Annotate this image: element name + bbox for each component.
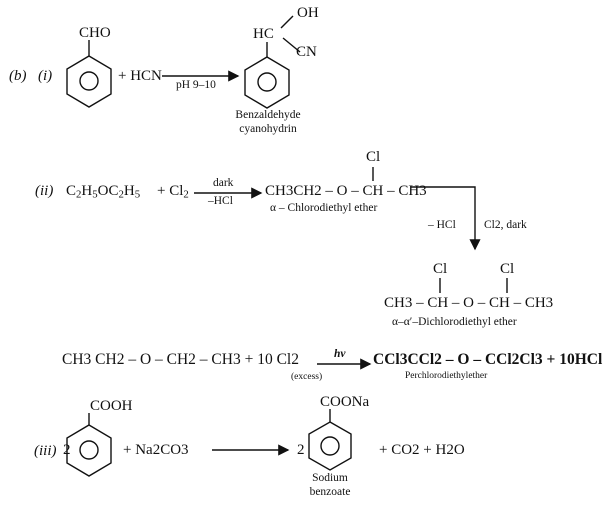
perchloro-name: Perchlorodiethylether [405,371,488,381]
dichlorodiethyl-ether: CH3 – CH – O – CH – CH3 [384,295,554,311]
sodium-benzoate-name-1: Sodium [312,472,348,484]
na2co3-reagent: + Na2CO3 [123,442,189,458]
ph-condition: pH 9–10 [176,79,216,91]
sodium-benzoate-ring [308,409,352,471]
excess-reactants: CH3 CH2 – O – CH2 – CH3 + 10 Cl2 [62,351,299,368]
coef-2-right: 2 [297,442,305,458]
coef-2-left: 2 [63,442,71,458]
coona-group: COONa [320,394,370,410]
cn-group: CN [296,44,317,60]
step2-minus-hcl: – HCl [428,219,456,231]
byproducts: + CO2 + H2O [379,442,465,458]
cl2-reagent: + Cl2 [157,183,189,201]
chlorodiethyl-ether-name: α – Chlorodiethyl ether [270,202,378,214]
step2-cl2-dark: Cl2, dark [484,219,527,231]
cho-group: CHO [79,25,111,41]
cyanohydrin-name-1: Benzaldehyde [235,109,301,121]
benzaldehyde-ring [66,40,112,108]
cond-dark: dark [213,177,234,189]
arrow-ii-2 [411,186,481,251]
cyanohydrin-name-2: cyanohydrin [239,123,297,135]
hcn-reagent: + HCN [118,68,162,84]
step-iii-label: (iii) [34,443,57,459]
dichlorodiethyl-ether-name: α–α′–Dichlorodiethyl ether [392,316,517,328]
part-b-label: (b) [9,68,27,84]
hv-condition: hv [334,348,346,360]
product2-cl-left: Cl [433,261,448,277]
cyanohydrin-ring [244,15,301,109]
step-ii-label: (ii) [35,183,54,199]
cond-hcl: –HCl [208,195,233,207]
benzoic-acid-ring [66,413,112,477]
sodium-benzoate-name-2: benzoate [309,486,351,498]
cooh-group: COOH [90,398,133,414]
hc-group: HC [253,26,274,42]
excess-note: (excess) [291,372,323,382]
step-i-label: (i) [38,68,53,84]
oh-group: OH [297,5,319,21]
product2-cl-right: Cl [500,261,515,277]
product1-cl: Cl [366,149,381,165]
chlorodiethyl-ether: CH3CH2 – O – CH – CH3 [265,183,427,199]
perchloro-products: CCl3CCl2 – O – CCl2Cl3 + 10HCl [373,351,603,368]
diethyl-ether: C2H5OC2H5 [66,183,141,201]
